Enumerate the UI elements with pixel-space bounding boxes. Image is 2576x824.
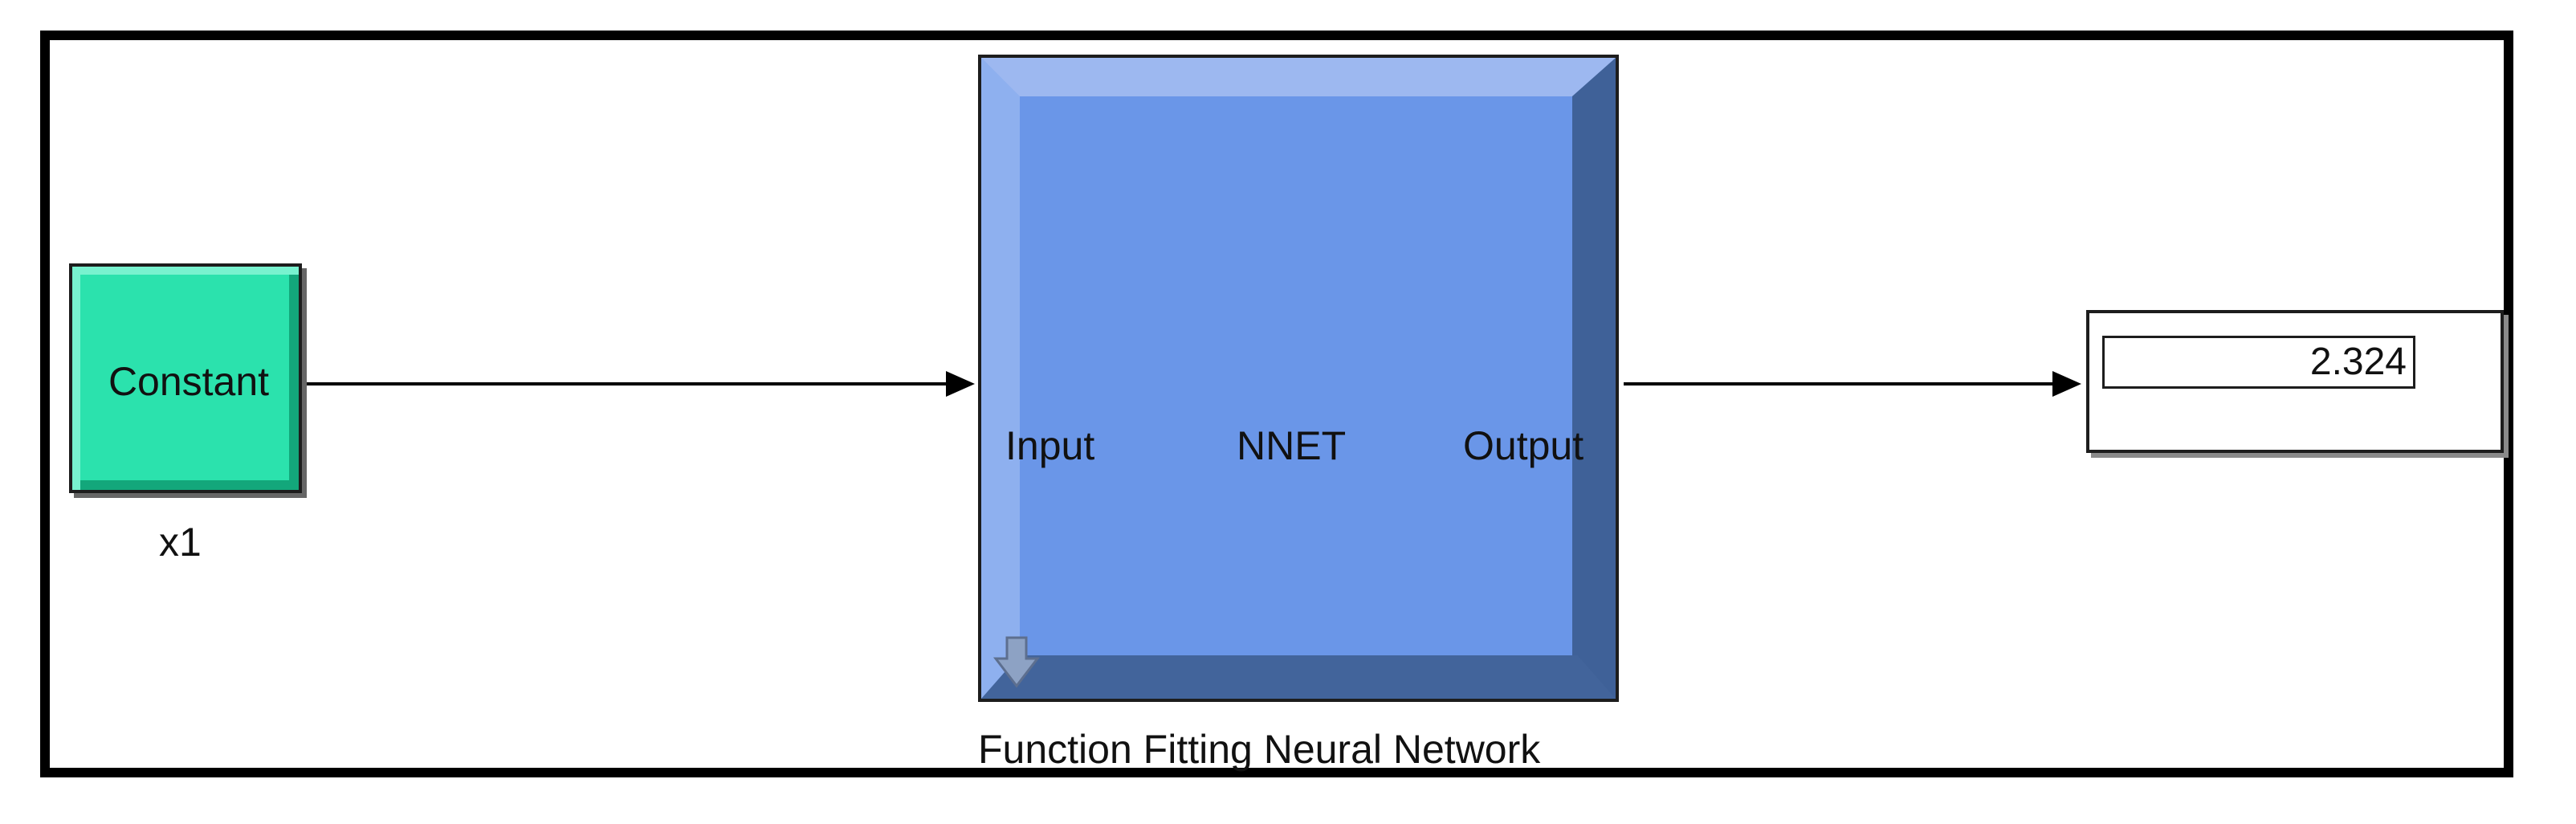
- down-arrow-icon: [992, 636, 1041, 688]
- constant-block-label: Constant: [108, 359, 270, 404]
- nnet-block[interactable]: Input NNET Output: [978, 55, 1619, 702]
- nnet-block-top-face: [981, 58, 1616, 96]
- display-block[interactable]: 2.324: [2086, 310, 2504, 453]
- constant-to-nnet-arrowhead: [946, 371, 975, 397]
- nnet-block-bottom-face: [981, 655, 1616, 699]
- nnet-block-right-face: [1572, 58, 1616, 699]
- constant-block-caption: x1: [159, 520, 202, 565]
- nnet-output-port-label: Output: [1463, 423, 1584, 468]
- nnet-block-title: NNET: [1237, 423, 1347, 468]
- nnet-input-port-label: Input: [1005, 423, 1095, 468]
- nnet-block-caption: Function Fitting Neural Network: [978, 727, 1541, 772]
- constant-to-nnet-connector[interactable]: [307, 371, 975, 397]
- nnet-to-display-arrowhead: [2052, 371, 2081, 397]
- nnet-block-left-face: [981, 58, 1020, 699]
- display-value-field: 2.324: [2102, 336, 2415, 389]
- nnet-to-display-connector[interactable]: [1624, 371, 2081, 397]
- constant-block[interactable]: Constant: [69, 263, 302, 493]
